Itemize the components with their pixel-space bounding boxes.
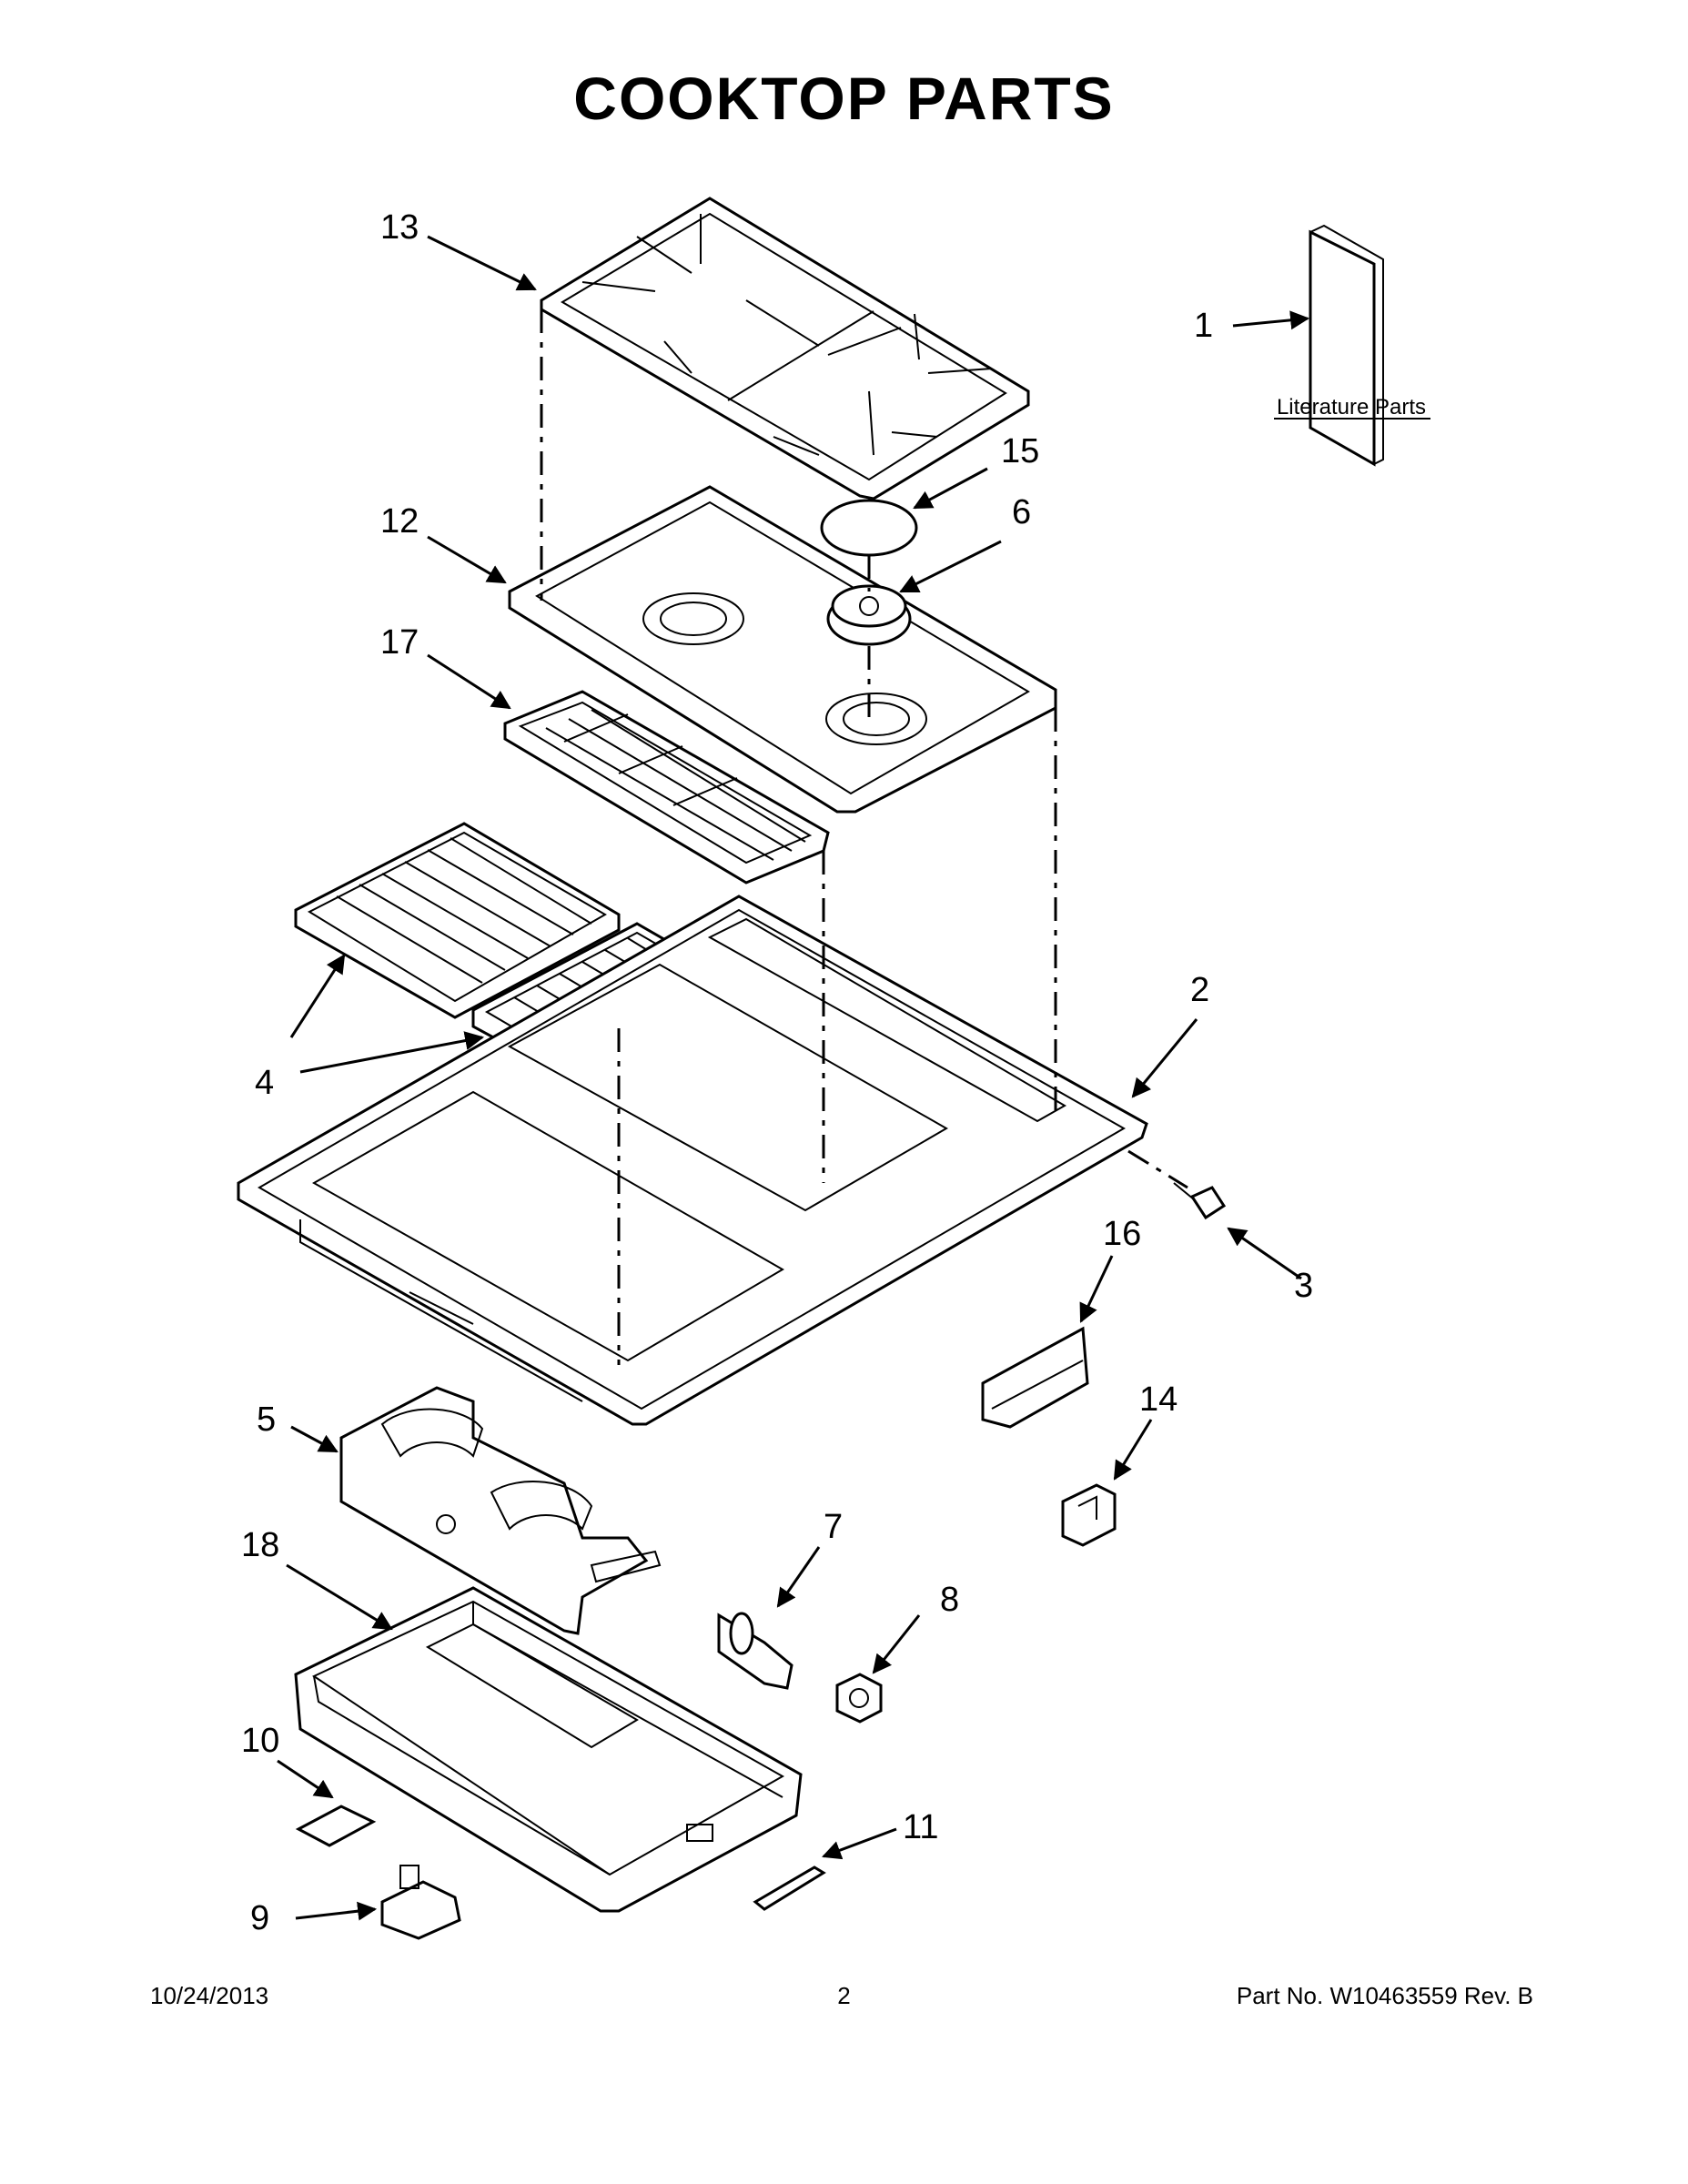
- callout-9: 9: [250, 1899, 269, 1937]
- callout-10: 10: [241, 1722, 279, 1760]
- part-11-clip: [753, 1866, 826, 1911]
- callout-14: 14: [1139, 1380, 1178, 1419]
- part-1-literature: Literature Parts: [1274, 224, 1430, 467]
- callout-7: 7: [824, 1508, 843, 1546]
- callout-numbers: 1 2 3 4 5 6 7 8 9 10 11 12 13 14 15 16 1…: [241, 208, 1313, 1937]
- alignment-lines: [540, 309, 1188, 1365]
- callout-4: 4: [255, 1064, 274, 1102]
- callout-8: 8: [940, 1581, 959, 1619]
- callout-16: 16: [1103, 1215, 1141, 1253]
- part-10-shield: [295, 1805, 377, 1847]
- part-8-nut: [835, 1673, 883, 1724]
- callout-15: 15: [1001, 432, 1039, 470]
- page-title: COOKTOP PARTS: [573, 65, 1115, 132]
- callout-13: 13: [380, 208, 419, 247]
- part-3-screw: [1173, 1182, 1227, 1220]
- part-9-valve-switch: [380, 1865, 461, 1940]
- callout-12: 12: [380, 502, 419, 541]
- callout-3: 3: [1294, 1267, 1313, 1305]
- callout-1: 1: [1194, 307, 1213, 345]
- part-7-orifice: [717, 1612, 793, 1690]
- leader-lines: [277, 235, 1310, 1921]
- callout-11: 11: [903, 1808, 938, 1846]
- part-5-grill-burner: [339, 1386, 662, 1635]
- callout-17: 17: [380, 623, 419, 662]
- footer-date: 10/24/2013: [150, 1982, 269, 2009]
- callout-18: 18: [241, 1526, 279, 1564]
- literature-parts-label: Literature Parts: [1277, 395, 1426, 420]
- callout-6: 6: [1012, 493, 1031, 531]
- part-12-burner-tray: [508, 485, 1057, 814]
- part-13-grate: [540, 197, 1030, 500]
- part-18-burner-box: [294, 1586, 803, 1913]
- part-6-burner-base: [826, 584, 912, 646]
- callout-5: 5: [257, 1400, 276, 1439]
- footer-part-number: Part No. W10463559 Rev. B: [1236, 1982, 1533, 2009]
- part-2-cooktop-frame: [237, 895, 1148, 1426]
- part-15-burner-cap: [820, 499, 918, 557]
- footer-page-number: 2: [837, 1982, 851, 2009]
- part-17-vent-grille: [503, 690, 830, 885]
- part-14-block: [1061, 1483, 1117, 1547]
- part-4-grill-grate-left: [294, 822, 621, 1019]
- part-16-bracket: [981, 1326, 1089, 1429]
- callout-2: 2: [1190, 971, 1209, 1009]
